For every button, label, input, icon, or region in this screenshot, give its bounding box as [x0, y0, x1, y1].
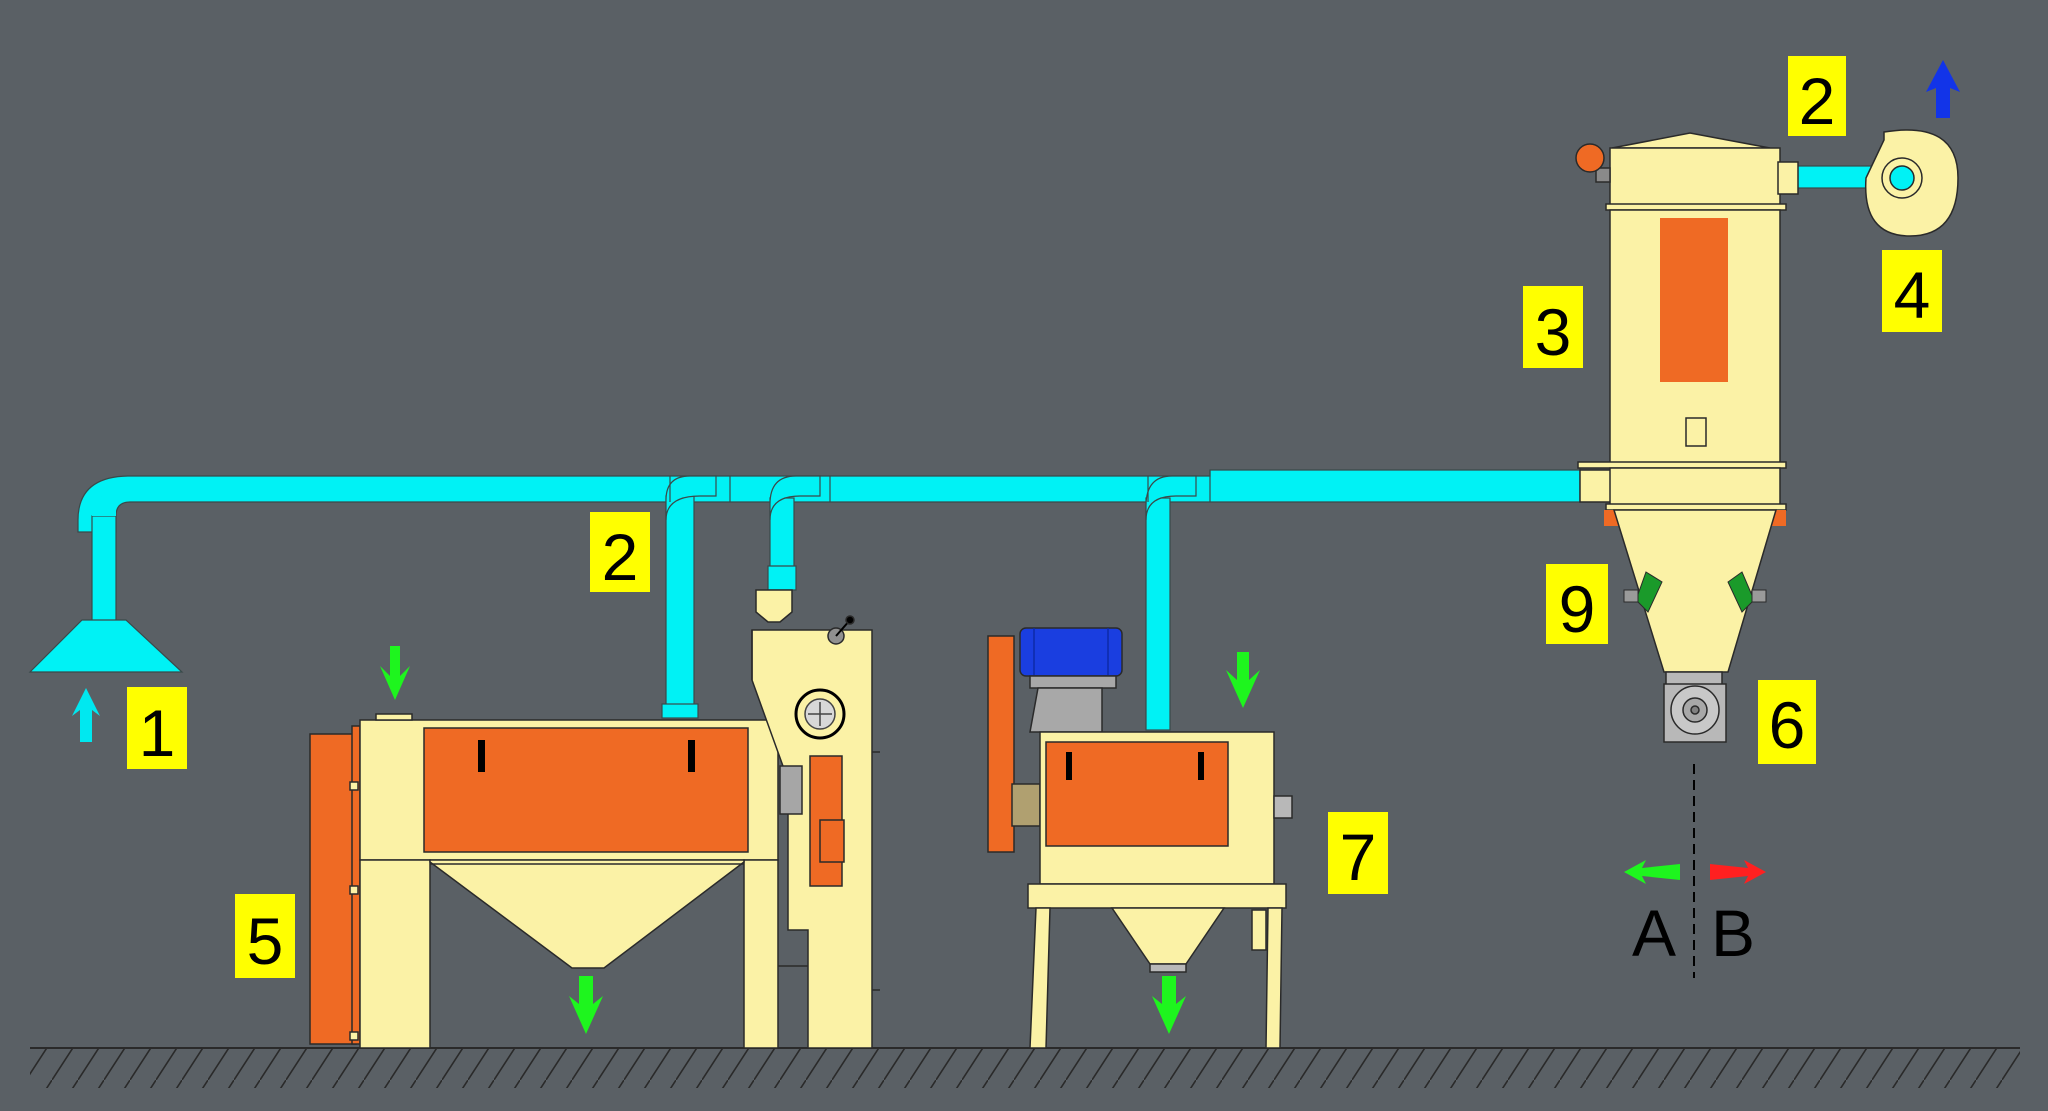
- arrow-down-icon: [1152, 976, 1186, 1034]
- label-airlock: 6: [1769, 688, 1806, 762]
- option-a-label: A: [1632, 896, 1676, 970]
- exhaust-arrow-up-icon: [1926, 60, 1960, 118]
- exhaust-fan: [1864, 129, 1959, 237]
- pressure-gauge-icon: [1575, 143, 1605, 173]
- vibrator-icon: [1623, 571, 1767, 613]
- label-fan: 4: [1894, 258, 1931, 332]
- material-flow-arrows: [380, 646, 1680, 1034]
- scourer-panel: [1045, 741, 1229, 847]
- arrow-down-icon: [569, 976, 603, 1034]
- intake-arrow-up-icon: [72, 688, 100, 742]
- option-b-label: B: [1711, 896, 1755, 970]
- label-duct-upper: 2: [1799, 64, 1836, 138]
- label-scourer: 7: [1340, 820, 1377, 894]
- rotary-airlock: [1663, 671, 1727, 743]
- filter-inspection-panel: [1660, 218, 1728, 382]
- label-vibrator: 9: [1559, 572, 1596, 646]
- duct-system: [28, 165, 1877, 731]
- label-duct-middle: 2: [602, 520, 639, 594]
- scourer-machine: [987, 627, 1293, 1049]
- floor: [30, 1047, 2020, 1088]
- arrow-right-icon: [1710, 860, 1766, 884]
- number-labels: 1 2 2 3 4 5 6 7 9: [127, 56, 1942, 978]
- separator-machine: [309, 713, 779, 1049]
- arrow-down-icon: [1226, 652, 1260, 708]
- label-hood: 1: [139, 696, 176, 770]
- label-separator: 5: [247, 904, 284, 978]
- suction-hood: [28, 619, 184, 673]
- arrow-left-icon: [1624, 860, 1680, 884]
- label-filter: 3: [1535, 295, 1572, 369]
- aspiration-channel: [751, 589, 880, 1049]
- separator-panel: [423, 727, 749, 853]
- main-duct: [77, 466, 1581, 533]
- arrow-down-icon: [380, 646, 410, 700]
- bag-filter: [1575, 132, 1799, 673]
